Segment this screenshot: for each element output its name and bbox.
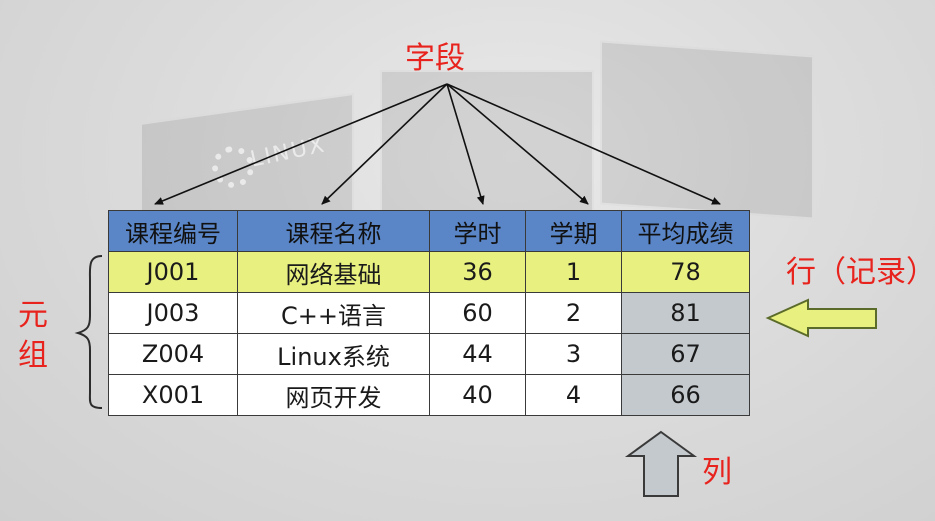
header-semester: 学期 — [525, 210, 622, 252]
table-cell: 78 — [621, 251, 750, 293]
header-hours: 学时 — [429, 210, 526, 252]
table-cell: J001 — [108, 251, 238, 293]
table-row: X001 网页开发 40 4 66 — [108, 374, 750, 416]
table-cell: 44 — [429, 333, 526, 375]
header-average-score: 平均成绩 — [621, 210, 750, 252]
header-course-name: 课程名称 — [237, 210, 430, 252]
table-cell: 4 — [525, 374, 622, 416]
table-cell: Linux系统 — [237, 333, 430, 375]
header-course-id: 课程编号 — [108, 210, 238, 252]
row-arrow — [765, 298, 877, 338]
table-cell: 1 — [525, 251, 622, 293]
table-cell: 网络基础 — [237, 251, 430, 293]
table-cell: X001 — [108, 374, 238, 416]
table-cell: 网页开发 — [237, 374, 430, 416]
tuple-brace — [74, 255, 103, 409]
table-cell: 2 — [525, 292, 622, 334]
table-cell: 67 — [621, 333, 750, 375]
table-cell: 40 — [429, 374, 526, 416]
table-cell: Z004 — [108, 333, 238, 375]
table-row: Z004 Linux系统 44 3 67 — [108, 333, 750, 375]
column-arrow — [624, 430, 698, 497]
field-arrow-3 — [446, 83, 485, 205]
row-record-label: 行（记录） — [786, 255, 935, 290]
field-label: 字段 — [405, 41, 465, 76]
table-cell: 60 — [429, 292, 526, 334]
table-cell: C++语言 — [237, 292, 430, 334]
table-cell: 36 — [429, 251, 526, 293]
table-cell: 81 — [621, 292, 750, 334]
tuple-label: 元组 — [18, 298, 48, 373]
table-cell: 3 — [525, 333, 622, 375]
column-label: 列 — [702, 455, 732, 490]
table-row: J001 网络基础 36 1 78 — [108, 251, 750, 293]
field-arrow-4 — [446, 83, 589, 205]
table-header-row: 课程编号 课程名称 学时 学期 平均成绩 — [108, 210, 750, 252]
table-cell: 66 — [621, 374, 750, 416]
field-arrows — [154, 83, 721, 205]
table-row: J003 C++语言 60 2 81 — [108, 292, 750, 334]
course-table: 课程编号 课程名称 学时 学期 平均成绩 J001 网络基础 36 1 78 J… — [108, 210, 750, 416]
field-arrow-1 — [154, 83, 448, 205]
table-cell: J003 — [108, 292, 238, 334]
field-arrow-2 — [321, 83, 448, 205]
background-screen-center — [380, 70, 594, 214]
field-arrow-5 — [446, 83, 721, 205]
